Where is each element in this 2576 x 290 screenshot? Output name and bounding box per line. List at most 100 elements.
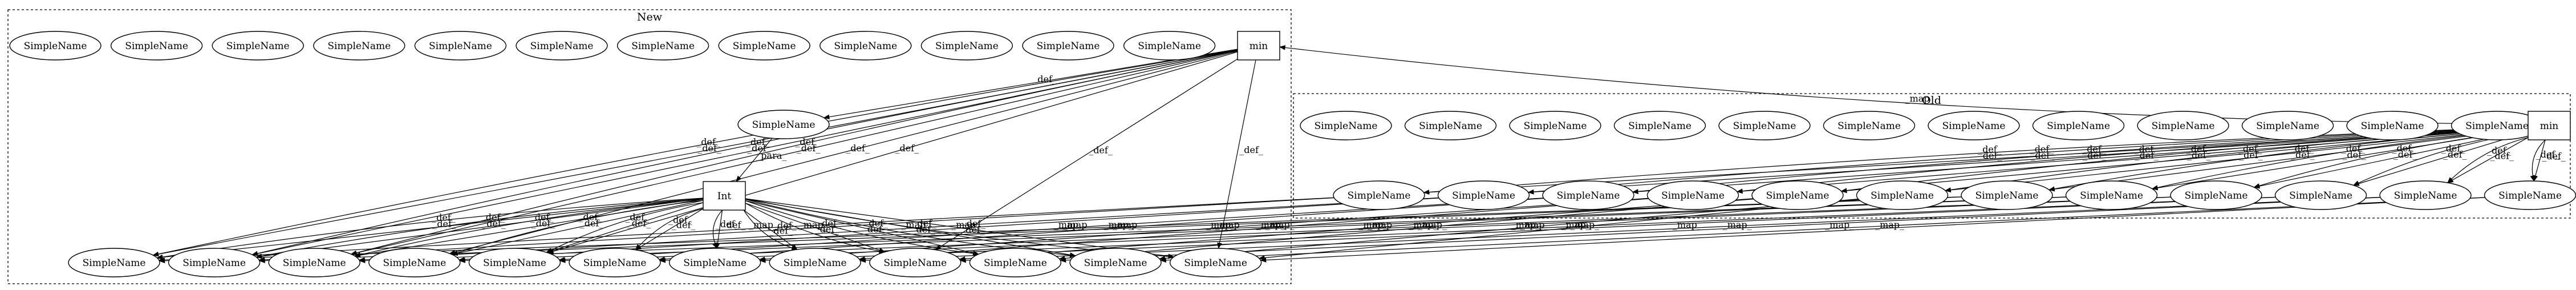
edge-label: _map_ (1673, 219, 1702, 230)
edge-minNew-b9 (935, 58, 1238, 251)
node-ellipse (718, 31, 810, 61)
edge-label: _def_ (2487, 145, 2511, 156)
edge-int-b6 (635, 208, 704, 251)
node-label: SimpleName (984, 257, 1047, 269)
edge-label: _def_ (2187, 150, 2211, 160)
edge-label: _def_ (530, 212, 554, 223)
node-b2: SimpleName (168, 248, 261, 277)
edge-label: _map_ (1875, 219, 1904, 230)
edge-label: _def_ (1978, 150, 2002, 161)
node-label: SimpleName (2498, 190, 2562, 202)
node-n11: SimpleName (1022, 31, 1114, 61)
node-ellipse (1856, 180, 1949, 210)
edge-label: _def_ (696, 136, 720, 147)
edge-label: _map_ (1256, 219, 1285, 230)
node-b7: SimpleName (668, 248, 761, 277)
edge-minNew-b12 (1217, 59, 1256, 249)
edge-label: _map_ (1104, 219, 1133, 230)
node-label: SimpleName (1733, 120, 1796, 132)
edge-minOld-m6 (1945, 127, 2529, 192)
node-label: SimpleName (1138, 41, 1201, 52)
node-label: SimpleName (2256, 120, 2319, 132)
edge-label: _map_ (1409, 219, 1438, 230)
edge-paraSN-int (736, 138, 773, 182)
edge-label: _def_ (2030, 150, 2054, 161)
node-ellipse (969, 248, 1062, 277)
node-b10: SimpleName (969, 248, 1062, 277)
edge-m11-b9 (959, 196, 2380, 263)
edge-label: _def_ (895, 143, 919, 154)
edge-label: _map_ (1723, 219, 1752, 230)
node-label: SimpleName (182, 257, 246, 269)
edge-label: _def_ (2490, 151, 2514, 162)
edge-label: _map_ (1358, 219, 1388, 230)
node-ellipse (1069, 248, 1162, 277)
edge-int-b6 (635, 208, 704, 251)
node-box (1237, 31, 1280, 61)
node-label: SimpleName (383, 257, 446, 269)
edge-label: _def_ (482, 218, 506, 229)
node-label: SimpleName (1419, 120, 1482, 132)
edge-int-b10 (745, 200, 979, 256)
node-o4: SimpleName (1613, 111, 1706, 140)
node-ellipse (2346, 111, 2439, 140)
edge-int-b2 (255, 198, 704, 259)
node-ellipse (2137, 111, 2229, 140)
edge-int-b5 (546, 202, 704, 253)
node-n8: SimpleName (718, 31, 810, 61)
node-paraSN: SimpleName (737, 110, 830, 139)
edge-label: _def_ (2392, 143, 2416, 154)
node-label: SimpleName (125, 41, 188, 52)
node-label: SimpleName (83, 257, 146, 269)
edge-label: _def_ (1033, 74, 1057, 84)
edge-label: _def_ (2536, 149, 2560, 160)
edge-int-b3 (354, 199, 704, 257)
edge-label: _map_ (1561, 219, 1591, 230)
node-label: SimpleName (2047, 120, 2110, 132)
node-ellipse (110, 31, 203, 61)
node-label: SimpleName (1766, 190, 1829, 202)
node-ellipse (414, 31, 507, 61)
node-m11: SimpleName (2379, 180, 2472, 210)
edge-m4-b8 (858, 198, 1649, 261)
edge-minNew-b1 (152, 49, 1238, 257)
node-ellipse (616, 31, 709, 61)
node-label: SimpleName (1452, 190, 1515, 202)
edge-label: _map_ (1368, 219, 1397, 230)
edge-label: _map_ (1215, 219, 1244, 230)
edge-m11-b10 (1060, 197, 2380, 263)
edge-label: _def_ (2291, 150, 2315, 160)
node-n1: SimpleName (9, 31, 102, 61)
node-ellipse (2170, 180, 2262, 210)
edge-label: _def_ (846, 143, 870, 154)
node-label: SimpleName (2361, 120, 2424, 132)
node-ellipse (368, 248, 461, 277)
edge-minNew-b3 (350, 50, 1238, 256)
node-label: SimpleName (2185, 190, 2248, 202)
edge-int-b5 (546, 202, 704, 253)
edge-label: _map_ (1570, 219, 1599, 230)
node-b5: SimpleName (468, 248, 561, 277)
edge-int-b4 (451, 200, 704, 255)
edge-int-b1 (156, 198, 704, 260)
edge-label: _map_ (749, 219, 778, 230)
node-o3: SimpleName (1509, 111, 1601, 140)
node-ellipse (2065, 180, 2158, 210)
node-label: SimpleName (1315, 120, 1378, 132)
node-m3: SimpleName (1542, 180, 1634, 210)
edge-label: _def_ (627, 218, 651, 229)
node-ellipse (1169, 248, 1262, 277)
node-n7: SimpleName (616, 31, 709, 61)
edge-label: _def_ (2030, 144, 2054, 155)
edge-label: _def_ (747, 143, 771, 154)
node-ellipse (1300, 111, 1392, 140)
node-ellipse (1404, 111, 1497, 140)
edge-label: _def_ (864, 218, 888, 228)
edge-int-b7 (715, 210, 723, 249)
node-label: min (1250, 41, 1268, 52)
node-n5: SimpleName (414, 31, 507, 61)
cluster-label-old: Old (1922, 94, 1941, 107)
edge-label: _map_ (1825, 219, 1854, 230)
edge-label: _def_ (863, 224, 887, 235)
edge-minNew-b3 (350, 50, 1238, 255)
